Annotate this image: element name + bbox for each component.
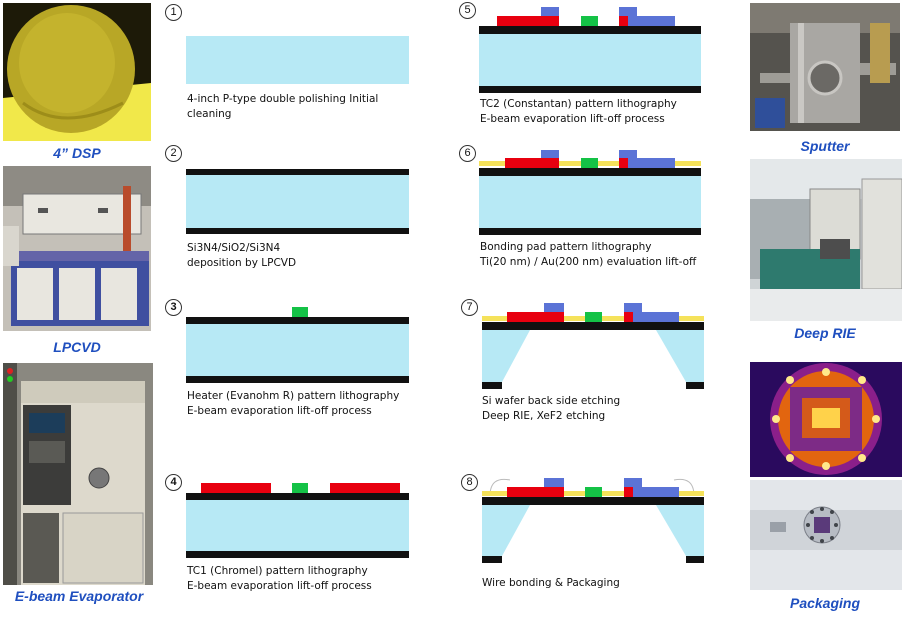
- heater-pattern: [292, 307, 308, 317]
- nitride-film-top: [186, 169, 409, 175]
- step-5-number: 5: [459, 2, 476, 19]
- si-frame-left: [482, 505, 530, 556]
- step-1-description: 4-inch P-type double polishing Initial c…: [187, 93, 379, 120]
- si-frame-right: [656, 505, 704, 556]
- step-4-number: 4: [165, 474, 182, 491]
- step-8-description: Wire bonding & Packaging: [482, 577, 620, 589]
- step-1-diagram: [186, 36, 409, 84]
- step-6-diagram: [479, 150, 701, 235]
- si-frame-right: [656, 330, 704, 382]
- sputter-photo: [750, 3, 900, 131]
- step-2-diagram: [186, 169, 409, 234]
- heater-pattern: [581, 16, 598, 26]
- step-4-description: TC1 (Chromel) pattern lithography E-beam…: [187, 565, 372, 592]
- step-6-number: 6: [459, 145, 476, 162]
- packaging-caption: Packaging: [789, 595, 861, 611]
- dsp-caption: 4” DSP: [53, 145, 101, 161]
- si-wafer: [186, 324, 409, 376]
- step-7-diagram: [482, 303, 704, 389]
- step-5-description: TC2 (Constantan) pattern lithography E-b…: [480, 98, 677, 125]
- constantan-pattern-right-top: [624, 303, 642, 313]
- constantan-pattern-right: [628, 16, 675, 26]
- heater-pattern: [581, 158, 598, 168]
- dsp-wafer-photo: [3, 3, 151, 141]
- chromel-pattern-right: [619, 158, 628, 168]
- evaporator-photo: [3, 363, 153, 585]
- step-7-number: 7: [461, 299, 478, 316]
- heater-pattern: [292, 483, 308, 493]
- constantan-pattern-left: [544, 478, 564, 488]
- constantan-pattern-right: [628, 158, 675, 168]
- step-1-number: 1: [165, 4, 182, 21]
- film-top: [479, 168, 701, 176]
- deep-rie-photo: [750, 159, 902, 321]
- thermal-image-photo: [750, 362, 902, 477]
- chromel-pattern-left: [507, 312, 564, 322]
- film-bottom: [479, 228, 701, 235]
- chromel-pattern-right: [624, 487, 633, 497]
- si-wafer: [186, 36, 409, 84]
- membrane-film: [482, 322, 704, 330]
- constantan-pattern-left: [544, 303, 564, 313]
- chromel-pattern-right: [624, 312, 633, 322]
- packaging-photo: [750, 480, 902, 590]
- constantan-pattern-left: [541, 150, 559, 160]
- evaporator-caption: E-beam Evaporator: [14, 588, 144, 604]
- heater-pattern: [585, 487, 602, 497]
- constantan-pattern-left: [541, 7, 559, 17]
- nitride-film-bottom: [186, 228, 409, 234]
- step-2-number: 2: [165, 145, 182, 162]
- film-top: [479, 26, 701, 34]
- si-wafer: [186, 500, 409, 551]
- chromel-pattern-left: [201, 483, 271, 493]
- film-bottom: [186, 376, 409, 383]
- constantan-pattern-right-top: [624, 478, 642, 488]
- chromel-pattern-left: [497, 16, 559, 26]
- film-bottom: [186, 551, 409, 558]
- chromel-pattern-left: [507, 487, 564, 497]
- film-bottom-left: [482, 556, 502, 563]
- step-3-diagram: [186, 307, 409, 383]
- step-2-description: Si3N4/SiO2/Si3N4 deposition by LPCVD: [187, 242, 297, 269]
- step-3-description: Heater (Evanohm R) pattern lithography E…: [187, 390, 400, 417]
- si-wafer: [479, 176, 701, 228]
- step-4-diagram: [186, 483, 409, 558]
- film-top: [186, 493, 409, 500]
- lpcvd-photo: [3, 166, 151, 331]
- film-bottom-left: [482, 382, 502, 389]
- film-bottom-right: [686, 382, 704, 389]
- step-5-diagram: [479, 7, 701, 93]
- membrane-film: [482, 497, 704, 505]
- constantan-pattern-right-top: [619, 150, 637, 160]
- film-bottom: [479, 86, 701, 93]
- film-bottom-right: [686, 556, 704, 563]
- step-3-number: 3: [165, 299, 182, 316]
- lpcvd-caption: LPCVD: [53, 339, 101, 355]
- chromel-pattern-right: [330, 483, 400, 493]
- constantan-pattern-right: [633, 312, 679, 322]
- step-8-diagram: [482, 478, 704, 563]
- chromel-pattern-right: [619, 16, 628, 26]
- si-frame-left: [482, 330, 530, 382]
- heater-pattern: [585, 312, 602, 322]
- step-7-description: Si wafer back side etching Deep RIE, XeF…: [482, 395, 621, 422]
- chromel-pattern-left: [505, 158, 559, 168]
- step-8-number: 8: [461, 474, 478, 491]
- si-wafer: [186, 175, 409, 228]
- constantan-pattern-right: [633, 487, 679, 497]
- sputter-caption: Sputter: [800, 138, 850, 154]
- si-wafer: [479, 34, 701, 86]
- film-top: [186, 317, 409, 324]
- constantan-pattern-right-top: [619, 7, 637, 17]
- step-6-description: Bonding pad pattern lithography Ti(20 nm…: [480, 241, 697, 268]
- deep-rie-caption: Deep RIE: [794, 325, 856, 341]
